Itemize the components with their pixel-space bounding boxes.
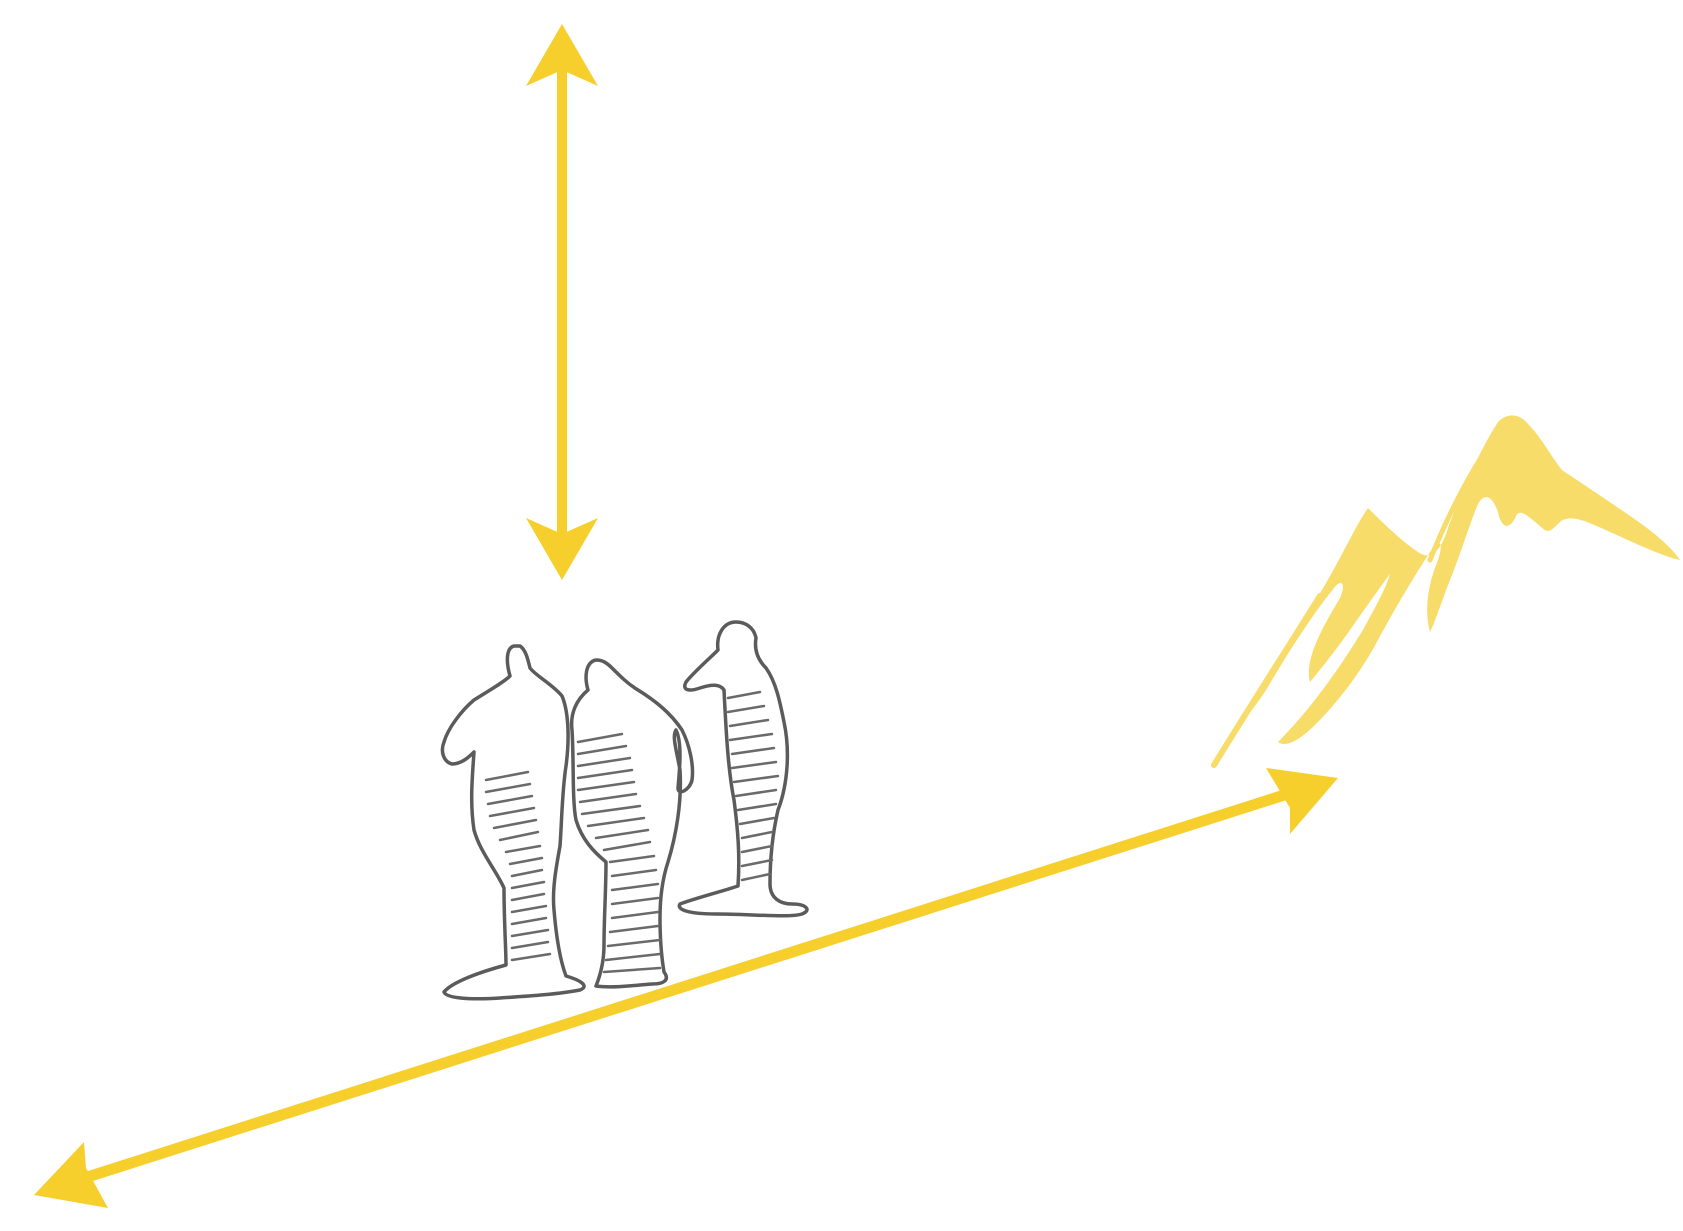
horizon-arrow-shaft	[78, 790, 1300, 1180]
person-left-outline	[442, 646, 584, 999]
person-right-outline	[679, 622, 807, 916]
person-right	[679, 622, 807, 916]
person-middle-outline	[572, 660, 693, 987]
horizon-distance-arrow	[34, 768, 1338, 1208]
vertical-height-arrow	[526, 24, 598, 580]
people-group	[442, 622, 807, 999]
mountain-shape	[1210, 415, 1680, 768]
person-left	[442, 646, 584, 999]
mountain-ridge-left	[1214, 596, 1320, 765]
mountain-icon	[1210, 415, 1680, 768]
person-middle	[572, 660, 693, 987]
